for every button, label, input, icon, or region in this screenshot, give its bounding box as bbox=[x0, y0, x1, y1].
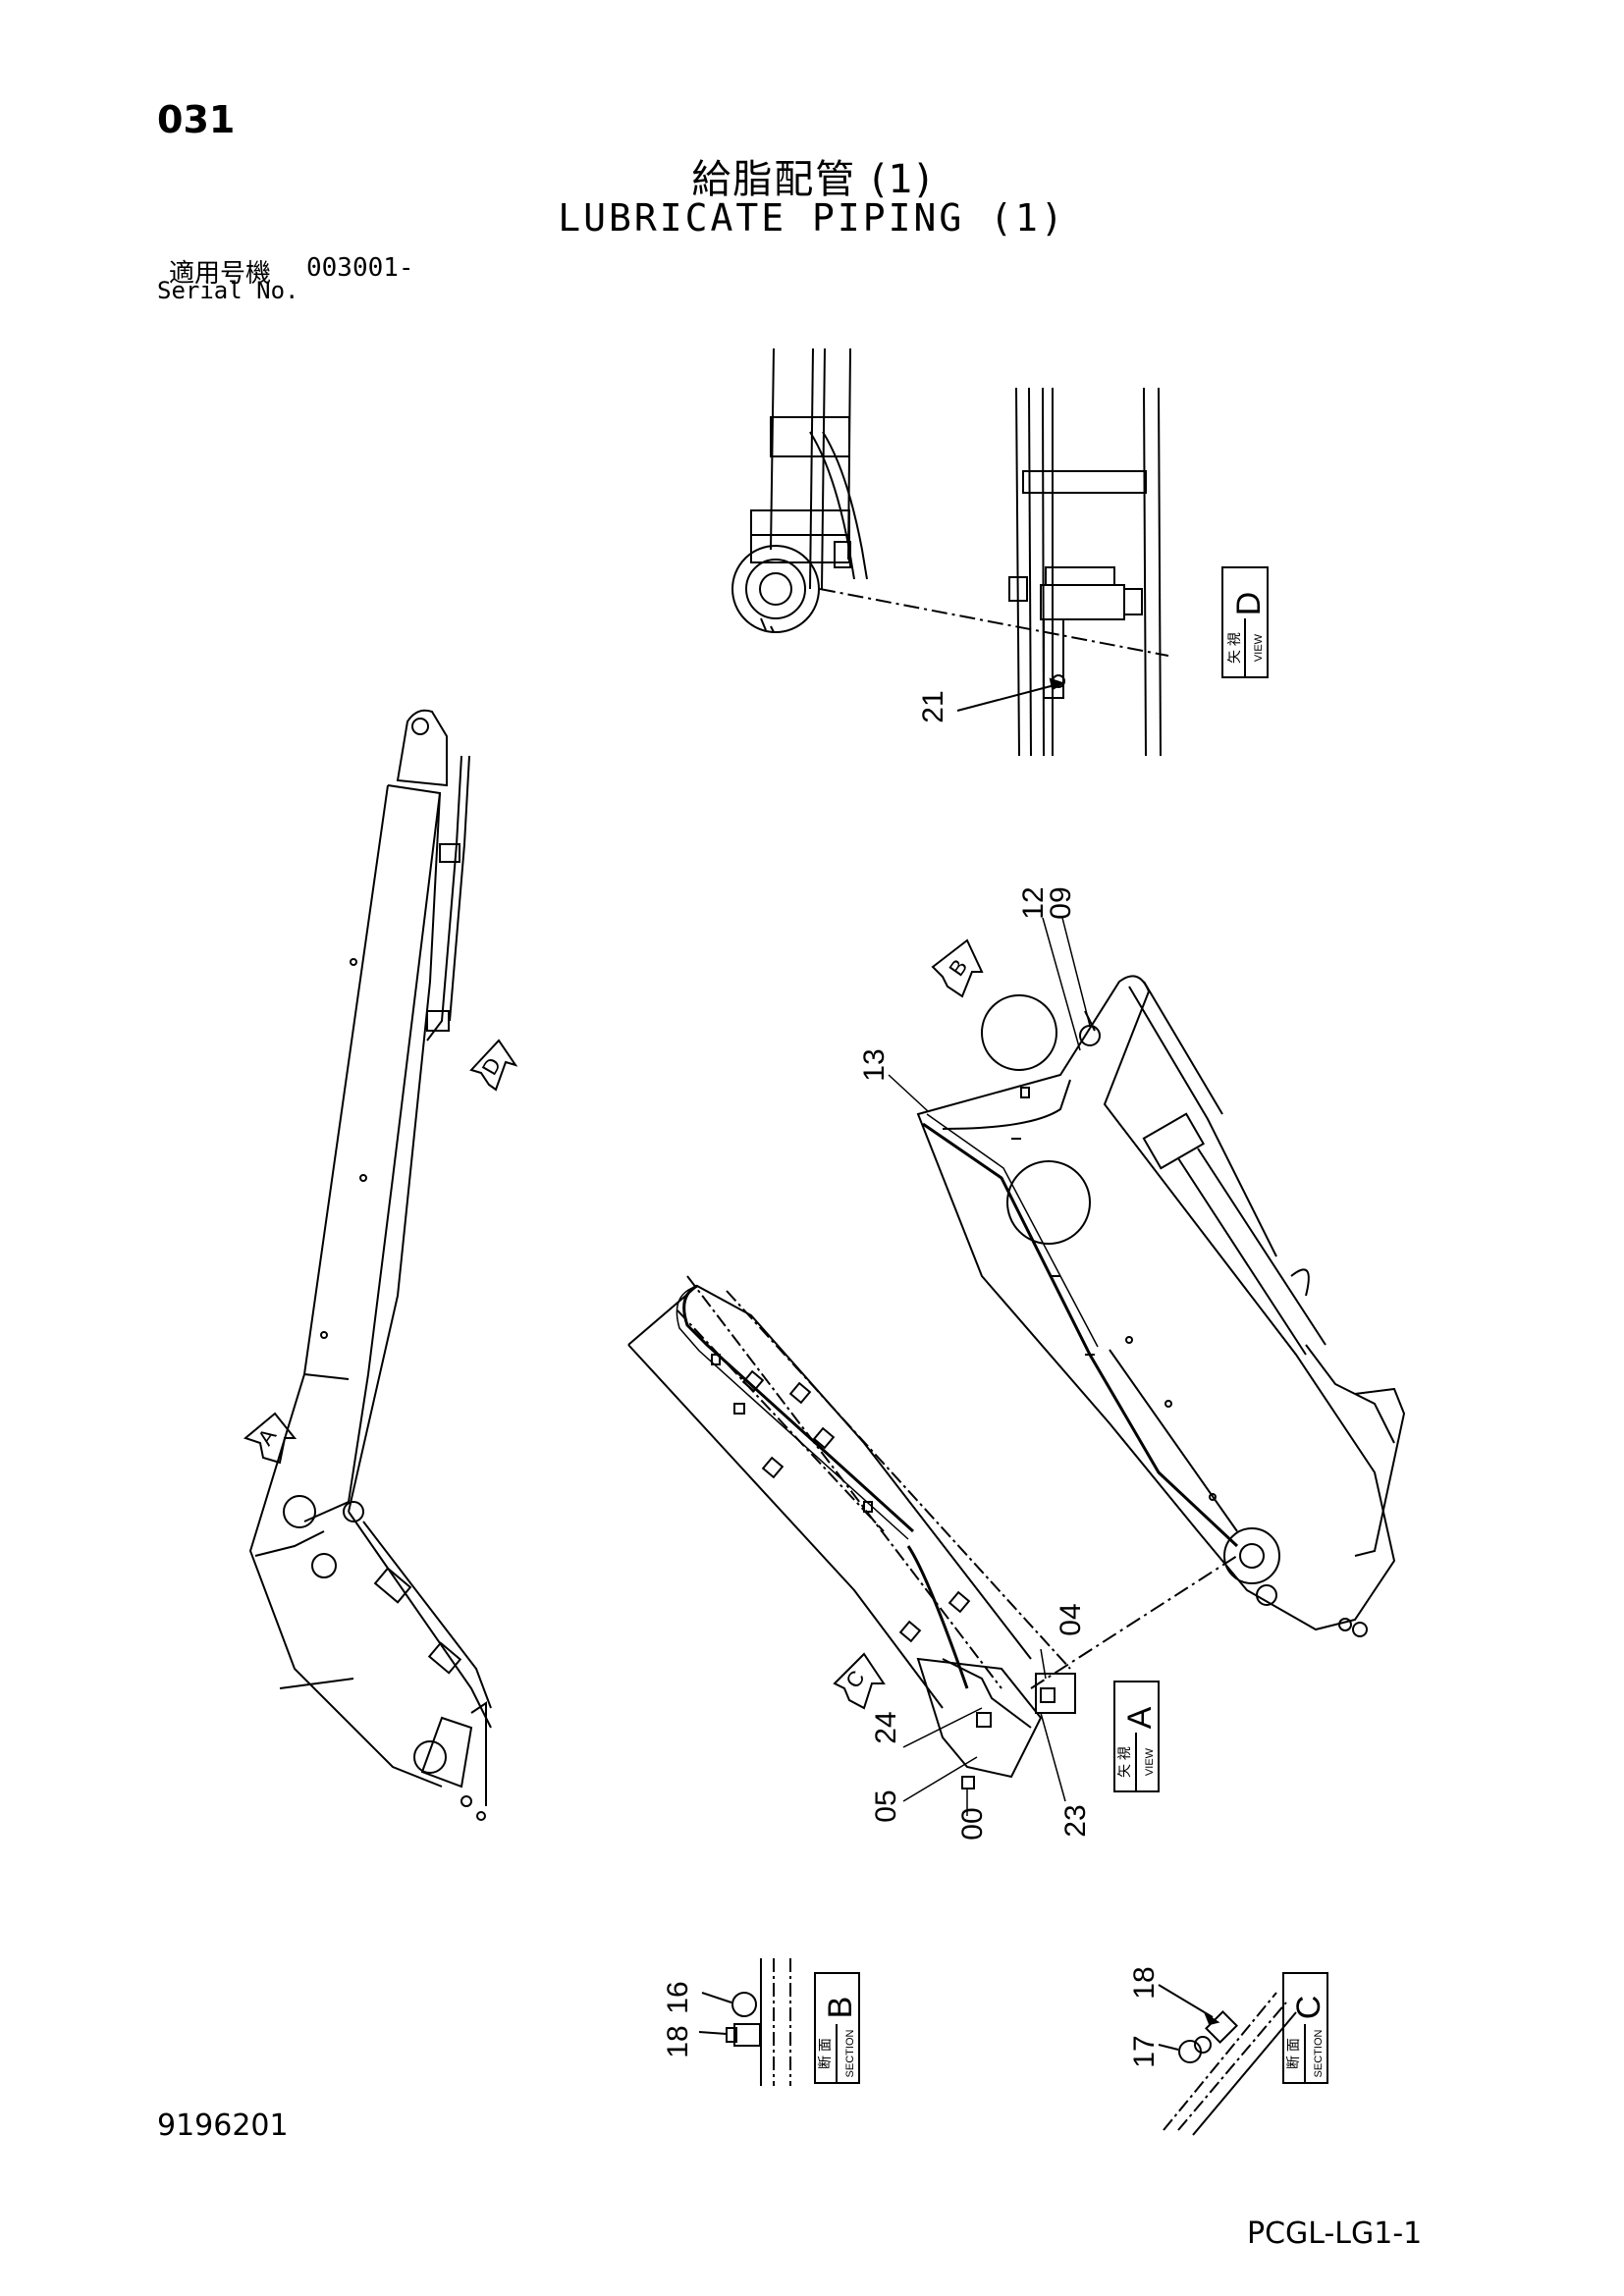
section-b-label-en: SECTION bbox=[844, 2030, 856, 2078]
callout-18-b: 18 bbox=[662, 2025, 694, 2057]
callout-04: 04 bbox=[1055, 1603, 1087, 1635]
section-b-letter: B bbox=[822, 1997, 859, 2019]
callout-17: 17 bbox=[1128, 2035, 1161, 2067]
callout-12: 12 bbox=[1017, 886, 1050, 919]
page-number: 031 bbox=[157, 98, 236, 141]
title-japanese: 給脂配管 (1) bbox=[691, 157, 933, 202]
callout-16: 16 bbox=[662, 1981, 694, 2013]
callout-05: 05 bbox=[870, 1789, 902, 1822]
view-d-label-en: VIEW bbox=[1253, 633, 1265, 662]
title-english: LUBRICATE PIPING (1) bbox=[558, 196, 1066, 240]
section-c-detail bbox=[1158, 1984, 1297, 2136]
serial-label-japanese: 適用号機 bbox=[169, 259, 272, 289]
view-a-label: A 矢 視 VIEW bbox=[1113, 1681, 1160, 1792]
arm-overall bbox=[248, 709, 492, 1821]
view-d-label: D 矢 視 VIEW bbox=[1221, 566, 1269, 678]
drawing-number: 9196201 bbox=[157, 2109, 289, 2143]
section-c-letter: C bbox=[1290, 1996, 1327, 2020]
callout-leaders bbox=[888, 917, 1091, 1816]
arrow-c: C bbox=[833, 1652, 886, 1710]
section-c-label-en: SECTION bbox=[1313, 2030, 1325, 2078]
lower-section-view bbox=[627, 1275, 1238, 1789]
view-d-letter: D bbox=[1230, 592, 1268, 616]
callout-21: 21 bbox=[917, 690, 949, 722]
view-a-label-jp: 矢 視 bbox=[1116, 1746, 1132, 1778]
section-c-label: C 断 面 SECTION bbox=[1282, 1972, 1328, 2084]
section-b-detail bbox=[698, 1958, 791, 2086]
serial-label-english: Serial No. bbox=[157, 277, 299, 304]
section-b-label: B 断 面 SECTION bbox=[814, 1972, 860, 2084]
section-b-label-jp: 断 面 bbox=[817, 2038, 833, 2069]
view-d-detail bbox=[731, 347, 1169, 757]
arrow-d: D bbox=[469, 1039, 518, 1092]
arrow-a: A bbox=[243, 1412, 298, 1465]
callout-18-c: 18 bbox=[1128, 1966, 1161, 1999]
section-c-label-jp: 断 面 bbox=[1285, 2038, 1301, 2069]
view-a-label-en: VIEW bbox=[1144, 1747, 1156, 1776]
view-a-boom-detail bbox=[916, 975, 1406, 1637]
callout-13: 13 bbox=[858, 1048, 891, 1081]
callout-09: 09 bbox=[1045, 886, 1077, 919]
callout-00: 00 bbox=[956, 1807, 989, 1840]
arrow-b: B bbox=[931, 938, 984, 998]
callout-23: 23 bbox=[1059, 1804, 1092, 1837]
part-code: PCGL-LG1-1 bbox=[1247, 2216, 1423, 2251]
serial-range: 003001- bbox=[306, 253, 414, 283]
callout-numbers: 21 12 09 13 04 24 05 00 23 18 16 18 17 bbox=[662, 690, 1161, 2067]
view-d-label-jp: 矢 視 bbox=[1226, 632, 1242, 664]
arrow-b-letter: B bbox=[944, 955, 972, 981]
view-a-letter: A bbox=[1121, 1706, 1159, 1729]
callout-24: 24 bbox=[870, 1711, 902, 1743]
